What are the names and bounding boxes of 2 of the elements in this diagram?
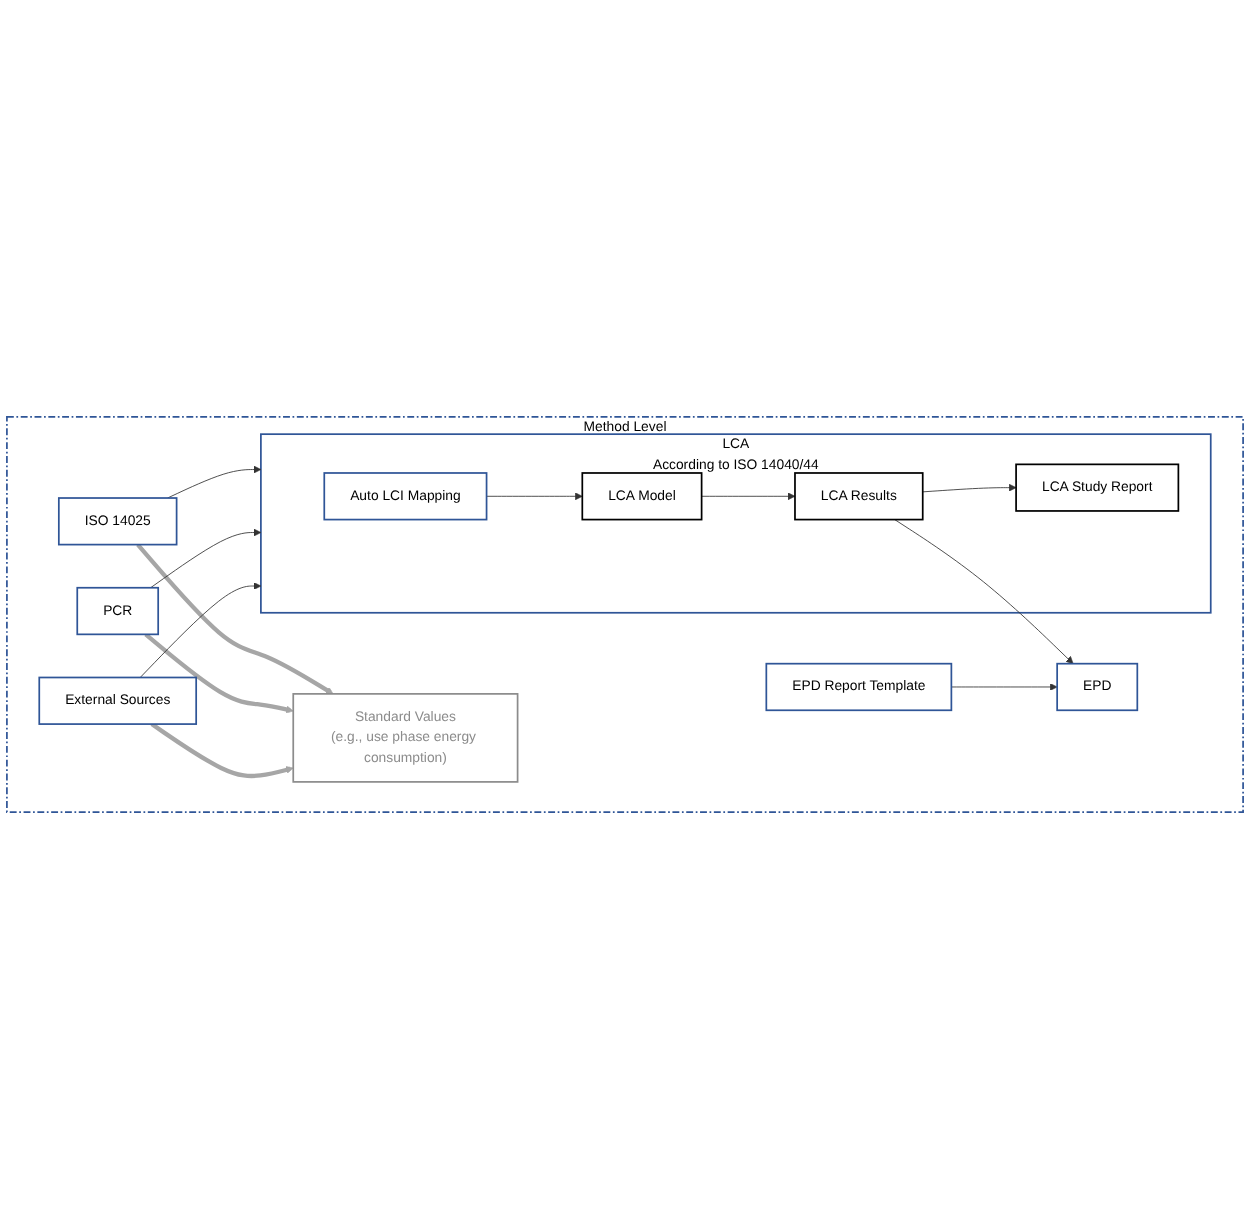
arrow	[144, 633, 294, 714]
arrow	[150, 722, 294, 779]
